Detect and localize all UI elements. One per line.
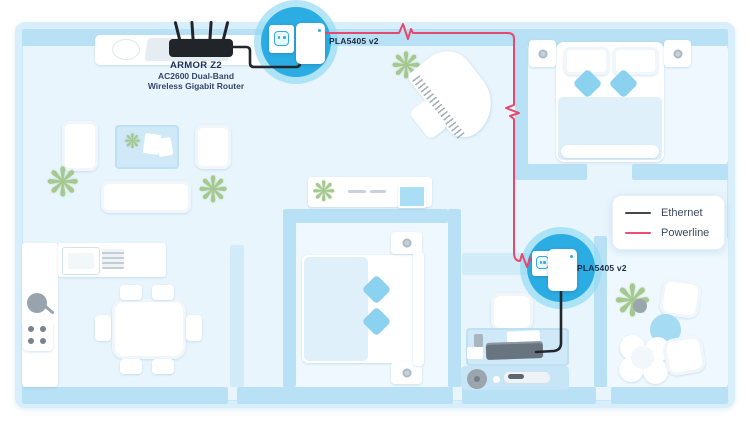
powerline-adapter-1 xyxy=(296,23,325,64)
desk-chair xyxy=(491,293,533,331)
legend-item-powerline: Powerline xyxy=(625,227,712,239)
outlet-socket-icon xyxy=(274,31,289,46)
ethernet-cable-router xyxy=(229,45,302,69)
legend: Ethernet Powerline xyxy=(612,195,725,250)
ethernet-line-swatch xyxy=(625,211,651,214)
router-caption: ARMOR Z2 AC2600 Dual-Band Wireless Gigab… xyxy=(116,60,276,91)
adapter-led xyxy=(570,255,573,258)
phone xyxy=(474,334,483,347)
wall xyxy=(283,212,296,387)
router-desc-line2: Wireless Gigabit Router xyxy=(147,81,245,91)
adapter2-label: PLA5405 v2 xyxy=(577,263,627,273)
duvet-fold xyxy=(561,145,659,158)
adapter-led xyxy=(318,29,321,32)
sofa xyxy=(101,181,191,213)
armchair xyxy=(195,125,231,169)
router-device xyxy=(169,39,233,57)
frying-pan xyxy=(27,293,47,313)
legend-label-ethernet: Ethernet xyxy=(661,206,703,219)
speaker-cone xyxy=(474,376,480,382)
sink-basin xyxy=(68,253,94,269)
dining-chair xyxy=(120,359,142,374)
wall-outlet-2 xyxy=(532,251,553,276)
bowl xyxy=(112,39,140,60)
dining-chair xyxy=(95,315,111,341)
armchair xyxy=(62,121,98,171)
plant-icon: ❋ xyxy=(124,131,141,153)
decor-item xyxy=(348,190,366,193)
ethernet-cable-laptop xyxy=(534,282,563,354)
nightstand xyxy=(391,362,422,384)
wall xyxy=(462,387,596,404)
vent xyxy=(102,249,124,269)
decor-item xyxy=(370,190,386,193)
plant-icon: ❋ xyxy=(46,161,80,205)
sink xyxy=(62,247,100,275)
speaker xyxy=(467,369,487,389)
wall xyxy=(515,164,587,180)
wall xyxy=(22,387,228,404)
burner xyxy=(40,338,46,344)
router-desc-line1: AC2600 Dual-Band xyxy=(157,71,235,81)
plant-icon: ❋ xyxy=(312,176,336,207)
lamp xyxy=(673,49,682,58)
wall xyxy=(283,209,448,223)
wall xyxy=(448,209,461,387)
dining-table xyxy=(112,299,186,359)
wall-outlet-1 xyxy=(269,25,294,53)
adapter1-label: PLA5405 v2 xyxy=(329,36,379,46)
wall xyxy=(230,245,244,387)
dining-chair xyxy=(186,315,202,341)
lounge-chair-seat xyxy=(631,346,654,369)
lamp xyxy=(538,49,547,58)
burner xyxy=(28,338,34,344)
dining-chair xyxy=(152,285,174,300)
wall xyxy=(632,164,728,180)
kitchen-counter xyxy=(22,243,58,387)
router-name: ARMOR Z2 xyxy=(169,60,222,71)
wall xyxy=(515,46,528,166)
powerline-cable xyxy=(325,23,537,268)
dining-chair xyxy=(120,285,142,300)
burner xyxy=(28,326,34,332)
nightstand xyxy=(529,40,556,67)
wall xyxy=(237,387,453,404)
lamp xyxy=(402,368,411,378)
duvet xyxy=(304,257,368,361)
powerline-adapter-2 xyxy=(548,249,577,291)
stove xyxy=(23,321,53,351)
plant-pot xyxy=(633,299,647,313)
nightstand xyxy=(664,40,691,67)
nightstand xyxy=(391,232,422,254)
plant-icon: ❋ xyxy=(198,169,229,210)
powerline-line-swatch xyxy=(625,231,651,234)
picture-frame xyxy=(398,185,426,208)
wall xyxy=(611,387,728,404)
notepad xyxy=(467,347,483,359)
headboard xyxy=(413,252,424,366)
legend-item-ethernet: Ethernet xyxy=(625,207,712,219)
dining-chair xyxy=(152,359,174,374)
legend-label-powerline: Powerline xyxy=(661,226,710,239)
soundbar-display xyxy=(508,374,524,379)
knob xyxy=(493,376,500,383)
wall xyxy=(594,236,607,387)
lamp xyxy=(402,238,411,248)
burner xyxy=(40,326,46,332)
